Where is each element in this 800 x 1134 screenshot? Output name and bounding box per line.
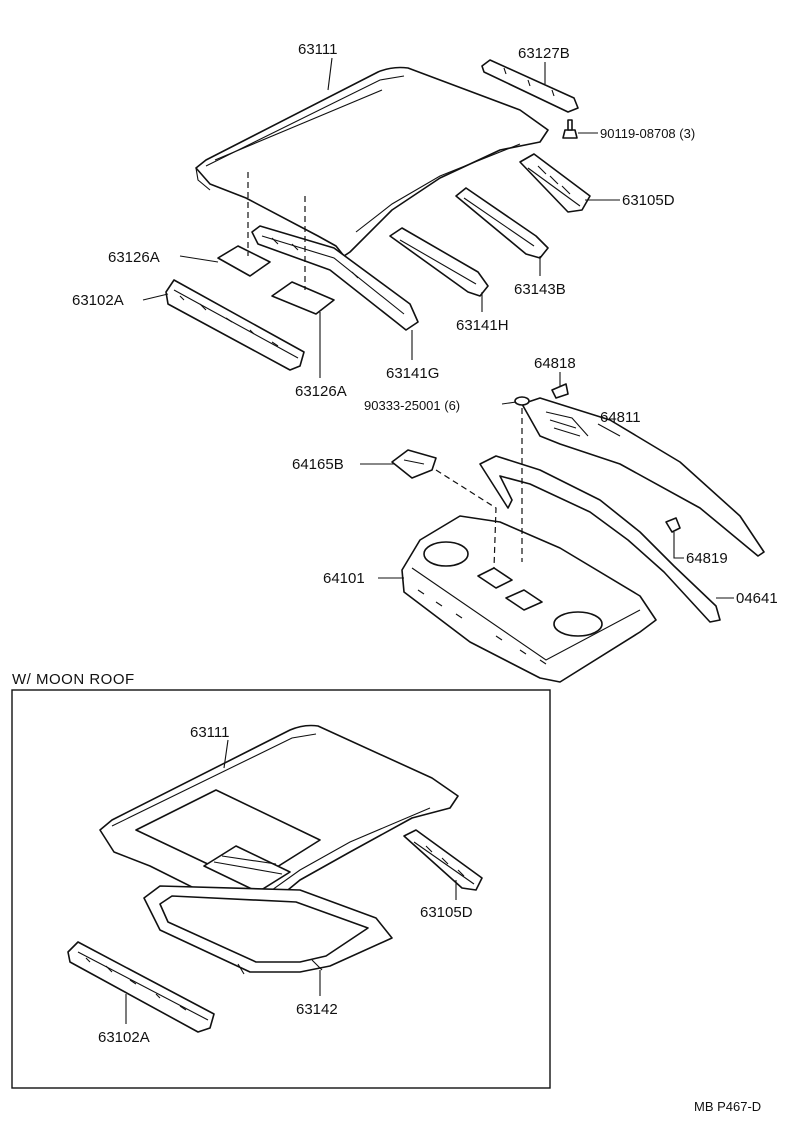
clip-63127B <box>481 59 579 113</box>
moonroof-label-63142: 63142 <box>296 1001 338 1018</box>
moonroof-label-63111: 63111 <box>190 724 230 741</box>
label-63126A-bottom: 63126A <box>295 383 347 400</box>
leader-line <box>142 293 169 301</box>
label-63126A-top: 63126A <box>108 249 160 266</box>
label-64101: 64101 <box>323 570 365 587</box>
label-64811: 64811 <box>600 409 641 426</box>
label-63102A: 63102A <box>72 292 124 309</box>
label-63141H: 63141H <box>456 317 509 334</box>
label-64165B: 64165B <box>292 456 344 473</box>
leader-line <box>223 739 229 769</box>
bracket-64165B <box>391 449 437 479</box>
roof-bow-63143B <box>455 187 549 259</box>
label-90119-08708: 90119-08708 (3) <box>600 126 695 141</box>
alignment-line <box>435 469 497 569</box>
bolt-90119 <box>562 119 578 139</box>
label-63143B: 63143B <box>514 281 566 298</box>
label-64819: 64819 <box>686 550 728 567</box>
label-63111: 63111 <box>298 41 338 58</box>
moonroof-label-63102A: 63102A <box>98 1029 150 1046</box>
leader-line <box>501 401 517 405</box>
label-04641: 04641 <box>736 590 778 607</box>
weatherstrip-04641 <box>479 455 721 623</box>
back-window-64811 <box>521 397 765 557</box>
label-64818: 64818 <box>534 355 576 372</box>
leader-line <box>673 532 684 559</box>
label-63127B: 63127B <box>518 45 570 62</box>
moonroof-front-header-63102A <box>67 941 215 1033</box>
diagram-code: MB P467-D <box>694 1099 761 1114</box>
roof-pad-63126A-bottom <box>271 281 335 315</box>
leader-line <box>179 255 219 263</box>
roof-bow-63141H <box>389 227 489 297</box>
leader-line <box>597 423 621 437</box>
moon-roof-heading: W/ MOON ROOF <box>12 671 135 688</box>
label-90333-25001: 90333-25001 (6) <box>364 398 460 413</box>
leader-line <box>327 57 333 91</box>
moonroof-roof-rail-63105D <box>403 829 483 891</box>
roof-rail-63105D <box>519 153 591 213</box>
roof-bow-63141G <box>251 225 419 331</box>
roof-panel-63111 <box>195 66 549 257</box>
stopper-64818 <box>551 383 569 399</box>
label-63105D: 63105D <box>622 192 675 209</box>
roof-pad-63126A-top <box>217 245 271 277</box>
front-header-63102A <box>165 279 305 371</box>
moon-roof-frame <box>11 689 551 1089</box>
moonroof-label-63105D: 63105D <box>420 904 473 921</box>
clip-64819 <box>665 517 681 533</box>
package-tray-64101 <box>401 515 657 683</box>
clip-90333 <box>514 396 530 406</box>
moonroof-reinforcement-63142 <box>143 885 393 975</box>
label-63141G: 63141G <box>386 365 439 382</box>
